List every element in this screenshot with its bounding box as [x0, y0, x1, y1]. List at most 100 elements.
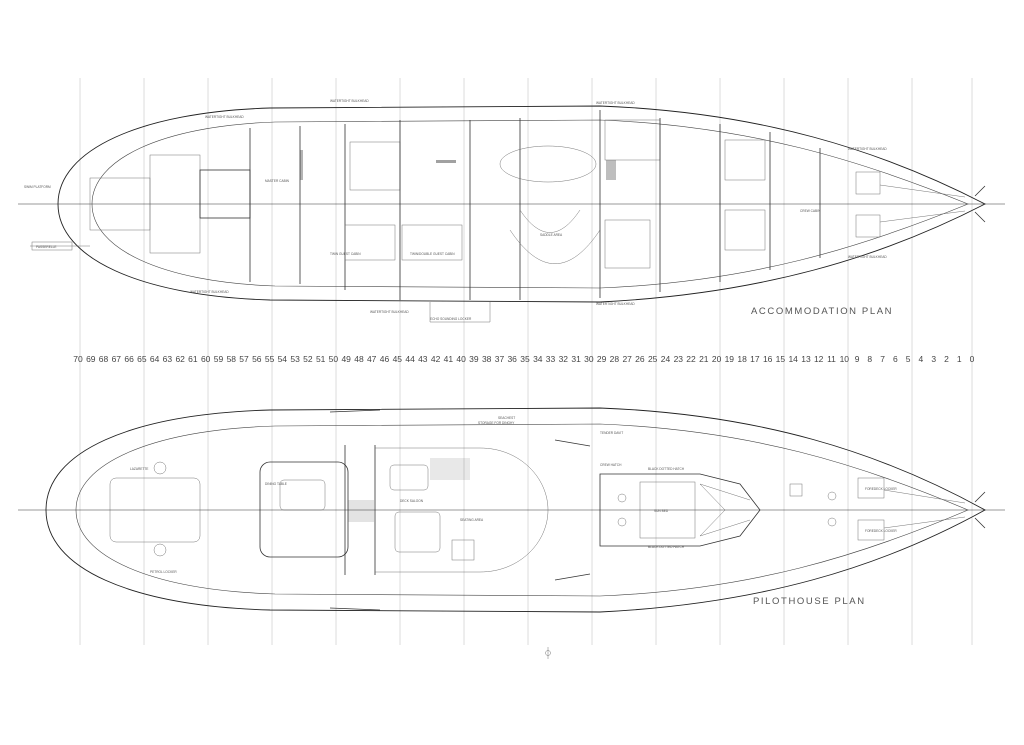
- station-number: 38: [482, 354, 492, 364]
- station-number: 47: [367, 354, 377, 364]
- station-number: 43: [418, 354, 428, 364]
- svg-text:SADDLE AREA: SADDLE AREA: [540, 233, 563, 237]
- station-number: 57: [239, 354, 249, 364]
- svg-text:CREW CABIN: CREW CABIN: [800, 209, 821, 213]
- saloon-table: [499, 145, 597, 183]
- station-number: 28: [610, 354, 620, 364]
- station-number: 45: [393, 354, 403, 364]
- station-number: 14: [788, 354, 798, 364]
- station-number: 24: [661, 354, 671, 364]
- svg-text:BLACK DOTTED HATCH: BLACK DOTTED HATCH: [648, 467, 685, 471]
- svg-text:PETROL LOCKER: PETROL LOCKER: [150, 570, 177, 574]
- master-berth: [349, 141, 401, 191]
- pilothouse-hull-outline: [45, 407, 986, 613]
- station-number: 69: [86, 354, 96, 364]
- station-number: 48: [354, 354, 364, 364]
- engine-room-box: [199, 169, 251, 219]
- station-number: 50: [329, 354, 339, 364]
- station-number: 44: [405, 354, 415, 364]
- station-number: 37: [495, 354, 505, 364]
- station-number: 15: [776, 354, 786, 364]
- accommodation-plan: WATERTIGHT BULKHEAD WATERTIGHT BULKHEAD …: [18, 99, 1005, 323]
- station-number: 39: [469, 354, 479, 364]
- svg-text:MASTER CABIN: MASTER CABIN: [265, 179, 290, 183]
- station-number: 8: [867, 354, 872, 364]
- svg-text:SEACHEST: SEACHEST: [498, 416, 515, 420]
- station-number: 30: [584, 354, 594, 364]
- station-number: 67: [112, 354, 122, 364]
- svg-text:WATERTIGHT BULKHEAD: WATERTIGHT BULKHEAD: [370, 310, 409, 314]
- station-number: 66: [124, 354, 134, 364]
- cockpit-seating: [259, 461, 349, 558]
- station-number: 53: [290, 354, 300, 364]
- station-number: 29: [597, 354, 607, 364]
- scale-marker-icon: [545, 647, 551, 659]
- svg-text:CREW HATCH: CREW HATCH: [600, 463, 622, 467]
- station-number: 62: [175, 354, 185, 364]
- svg-text:DECK SALOON: DECK SALOON: [400, 499, 424, 503]
- station-number: 1: [957, 354, 962, 364]
- station-number: 34: [533, 354, 543, 364]
- station-number: 18: [737, 354, 747, 364]
- svg-text:WATERTIGHT BULKHEAD: WATERTIGHT BULKHEAD: [205, 115, 244, 119]
- foredeck-tender-area: [599, 473, 761, 547]
- station-number: 23: [674, 354, 684, 364]
- winch-port: [153, 461, 167, 475]
- station-number: 2: [944, 354, 949, 364]
- accommodation-hull-outline: [57, 105, 986, 303]
- station-number: 61: [188, 354, 198, 364]
- svg-text:FOREDECK LOCKER: FOREDECK LOCKER: [865, 529, 897, 533]
- station-number: 9: [855, 354, 860, 364]
- station-number: 65: [137, 354, 147, 364]
- svg-text:SEATING AREA: SEATING AREA: [460, 518, 484, 522]
- svg-text:ECHO SOUNDING LOCKER: ECHO SOUNDING LOCKER: [430, 317, 472, 321]
- pilothouse-plan: STORAGE FOR DINGHY SEACHEST DINING TABLE…: [18, 407, 1005, 613]
- station-number: 51: [316, 354, 326, 364]
- svg-text:LAZARETTE: LAZARETTE: [130, 467, 148, 471]
- station-number: 10: [840, 354, 850, 364]
- station-number: 32: [559, 354, 569, 364]
- station-number: 5: [906, 354, 911, 364]
- station-number: 63: [163, 354, 173, 364]
- svg-text:FOREDECK LOCKER: FOREDECK LOCKER: [865, 487, 897, 491]
- svg-text:WATERTIGHT BULKHEAD: WATERTIGHT BULKHEAD: [848, 147, 887, 151]
- station-number: 16: [763, 354, 773, 364]
- pilothouse-plan-title: PILOTHOUSE PLAN: [753, 596, 866, 607]
- station-number: 31: [571, 354, 581, 364]
- station-number: 7: [880, 354, 885, 364]
- svg-text:PASSERELLE: PASSERELLE: [36, 245, 57, 249]
- pilothouse-deck-edge: [75, 423, 969, 597]
- svg-text:TWIN GUEST CABIN: TWIN GUEST CABIN: [330, 252, 361, 256]
- station-number: 22: [686, 354, 696, 364]
- station-number: 49: [341, 354, 351, 364]
- station-number: 20: [712, 354, 722, 364]
- station-number: 35: [520, 354, 530, 364]
- svg-text:SUN BED: SUN BED: [654, 509, 669, 513]
- station-number: 12: [814, 354, 824, 364]
- accommodation-plan-title: ACCOMMODATION PLAN: [751, 306, 893, 317]
- station-number: 68: [99, 354, 109, 364]
- station-number: 52: [303, 354, 313, 364]
- station-number: 6: [893, 354, 898, 364]
- accommodation-hull-inner: [91, 119, 969, 289]
- station-number: 54: [278, 354, 288, 364]
- station-number: 41: [444, 354, 454, 364]
- station-number: 21: [699, 354, 709, 364]
- station-number: 42: [431, 354, 441, 364]
- station-number: 26: [635, 354, 645, 364]
- station-number: 17: [750, 354, 760, 364]
- station-number: 36: [507, 354, 517, 364]
- station-number: 25: [648, 354, 658, 364]
- svg-text:WATERTIGHT BULKHEAD: WATERTIGHT BULKHEAD: [330, 99, 369, 103]
- station-number: 59: [214, 354, 224, 364]
- station-number: 13: [801, 354, 811, 364]
- svg-text:TWIN/DOUBLE GUEST CABIN: TWIN/DOUBLE GUEST CABIN: [410, 252, 455, 256]
- station-number: 0: [970, 354, 975, 364]
- svg-text:BLACK DOTTED HATCH: BLACK DOTTED HATCH: [648, 545, 685, 549]
- svg-text:WATERTIGHT BULKHEAD: WATERTIGHT BULKHEAD: [848, 255, 887, 259]
- station-number: 70: [73, 354, 83, 364]
- station-number: 64: [150, 354, 160, 364]
- station-number: 27: [622, 354, 632, 364]
